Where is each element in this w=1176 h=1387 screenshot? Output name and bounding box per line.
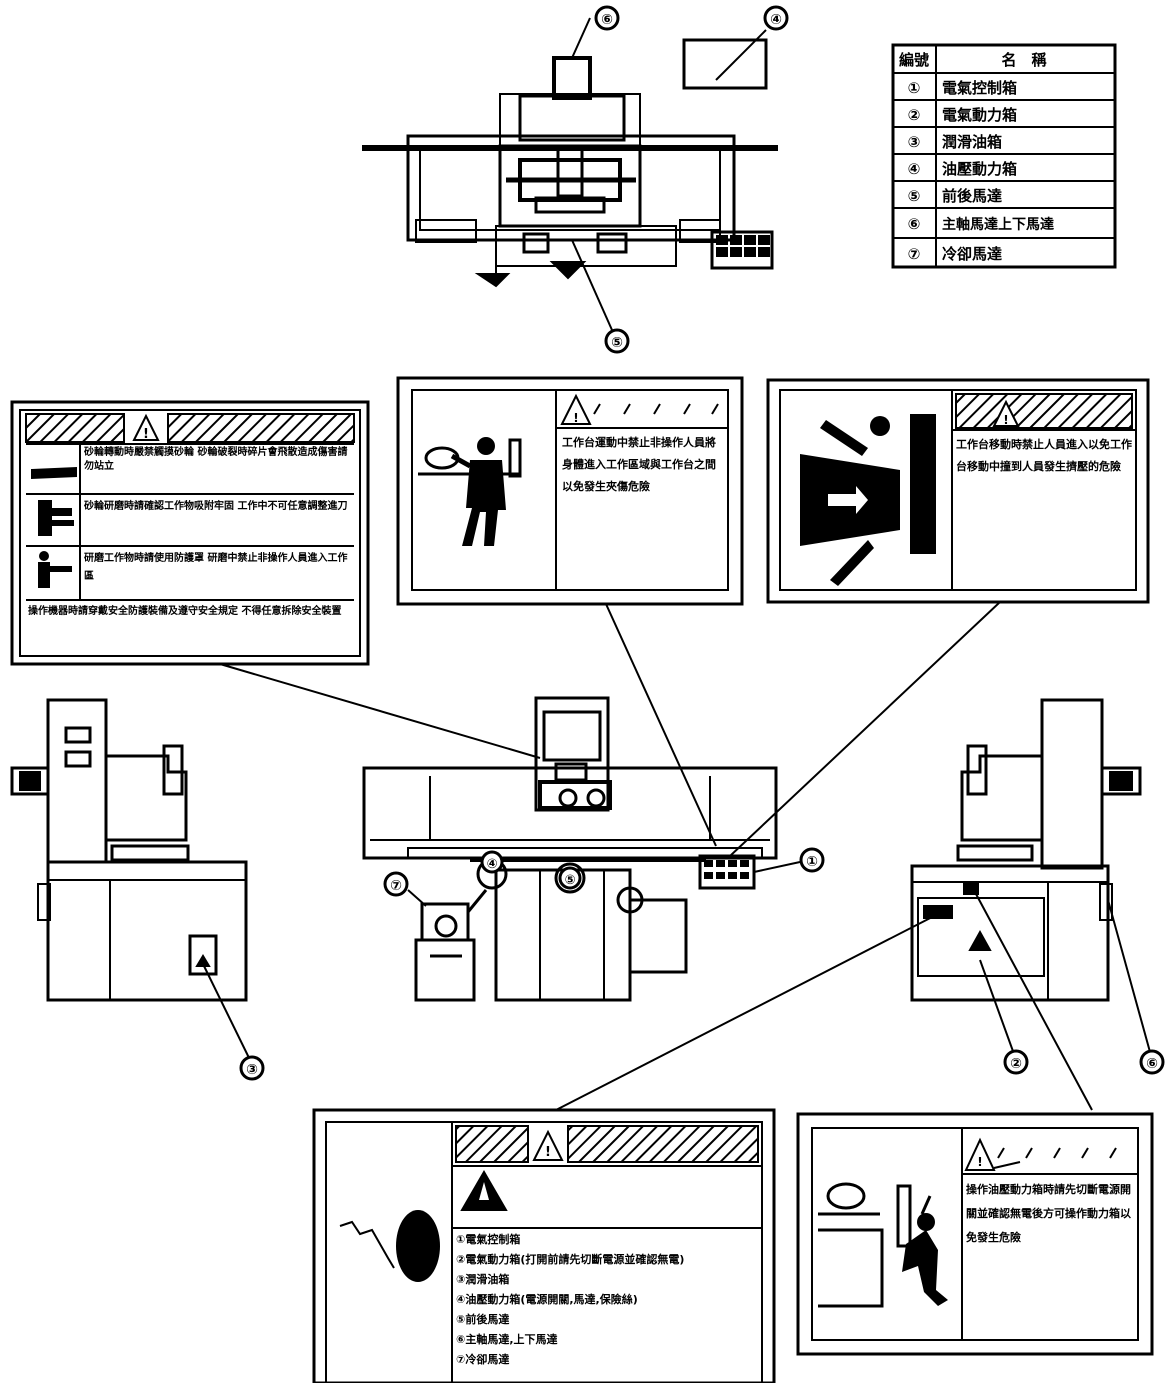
label-a-footer-text: 操作機器時請穿戴安全防護裝備及遵守安全規定 不得任意拆除安全裝置 [28, 606, 342, 617]
table-row-name: 電氣控制箱 [942, 79, 1017, 97]
parts-table: 編號 名 稱 ① 電氣控制箱 ② 電氣動力箱 ③ 潤滑油箱 ④ 油壓動力箱 ⑤ … [891, 43, 1117, 269]
table-row-no: ④ [908, 160, 921, 178]
table-row-no: ⑤ [908, 187, 921, 205]
leader-lines [219, 601, 1093, 1111]
warning-label-b: ! 工作台運動中禁止非操作人員將身體進入工作區域與工作台之間以免發生夾傷危險 [396, 376, 744, 606]
table-row-no: ⑥ [908, 215, 921, 233]
callout-1: ① [806, 854, 818, 870]
table-row-no: ⑦ [908, 245, 921, 263]
warning-triangle-mark: ! [1003, 413, 1008, 427]
top-callout-5: ⑤ [611, 335, 623, 351]
table-header-name: 名 稱 [1001, 51, 1046, 69]
person-hazard-icon [818, 1182, 948, 1308]
callout-6: ⑥ [1146, 1056, 1158, 1072]
table-row-name: 電氣動力箱 [942, 106, 1017, 124]
front-view-callouts: ④ ⑤ ① ⑦ [383, 847, 825, 897]
callout-2: ② [1010, 1056, 1022, 1072]
top-callout-4: ④ [770, 12, 782, 28]
table-row-name: 潤滑油箱 [942, 133, 1002, 151]
label-c-text: 工作台移動時禁止人員進入以免工作台移動中撞到人員發生擠壓的危險 [956, 438, 1132, 473]
list-item: ④油壓動力箱(電源開關,馬達,保險絲) [456, 1293, 638, 1306]
table-row-name: 油壓動力箱 [942, 160, 1017, 178]
list-item: ⑤前後馬達 [456, 1313, 510, 1326]
table-row-no: ① [908, 79, 921, 97]
top-view-machine [362, 17, 778, 331]
front-callout-4: ④ [486, 857, 497, 872]
top-callout-6: ⑥ [601, 12, 613, 28]
front-view-machine [362, 696, 801, 1002]
warning-triangle-mark: ! [977, 1155, 982, 1169]
callout-7: ⑦ [390, 878, 402, 894]
list-item: ③潤滑油箱 [456, 1273, 510, 1286]
person-guard-icon [38, 551, 72, 588]
warning-label-c: ! 工作台移動時禁止人員進入以免工作台移動中撞到人員發生擠壓的危險 [766, 378, 1150, 604]
warning-label-d: ! ①電氣控制箱 ②電氣動力箱(打開前請先切斷電源並確認無電) ③潤滑油箱 ④油… [312, 1108, 776, 1385]
side-callouts: ③ ② ⑥ [239, 1049, 1165, 1081]
electric-shock-head-icon [339, 1210, 440, 1282]
label-b-text: 工作台運動中禁止非操作人員將身體進入工作區域與工作台之間以免發生夾傷危險 [562, 436, 716, 493]
table-header-no: 編號 [899, 51, 929, 69]
warning-triangle-mark: ! [573, 411, 578, 425]
label-a-row3-text: 研磨工作物時請使用防護罩 研磨中禁止非操作人員進入工作區 [84, 553, 348, 582]
right-side-machine [910, 698, 1151, 1055]
table-row-no: ③ [908, 133, 921, 151]
warning-triangle-mark: ! [545, 1145, 551, 1160]
left-side-machine [10, 698, 253, 1065]
grinding-wheel-icon [31, 466, 77, 480]
table-row-name: 主軸馬達上下馬達 [942, 216, 1054, 233]
top-view-callouts: ⑥ ④ ⑤ [594, 5, 789, 354]
crush-hazard-person-icon [418, 437, 522, 546]
warning-label-e: ! 操作油壓動力箱時請先切斷電源開關並確認無電後方可操作動力箱以免發生危險 [796, 1112, 1154, 1356]
list-item: ②電氣動力箱(打開前請先切斷電源並確認無電) [456, 1253, 685, 1266]
front-callout-5: ⑤ [564, 873, 575, 888]
list-item: ⑦冷卻馬達 [456, 1353, 510, 1366]
table-row-name: 前後馬達 [942, 187, 1002, 205]
label-a-row2-text: 砂輪研磨時請確認工作物吸附牢固 工作中不可任意調整進刀 [84, 501, 348, 512]
label-e-text: 操作油壓動力箱時請先切斷電源開關並確認無電後方可操作動力箱以免發生危險 [966, 1183, 1131, 1244]
table-row-no: ② [908, 106, 921, 124]
hand-caution-icon [38, 500, 74, 536]
list-item: ⑥主軸馬達,上下馬達 [456, 1333, 558, 1346]
callout-3: ③ [246, 1062, 258, 1078]
label-d-list: ①電氣控制箱 ②電氣動力箱(打開前請先切斷電源並確認無電) ③潤滑油箱 ④油壓動… [456, 1230, 760, 1382]
warning-label-a: ! 砂輪轉動時嚴禁觸摸砂輪 砂輪破裂時碎片會飛散造成傷害請勿站立 砂輪研磨時請確… [10, 400, 370, 666]
list-item: ①電氣控制箱 [456, 1233, 521, 1246]
label-a-row1-text: 砂輪轉動時嚴禁觸摸砂輪 砂輪破裂時碎片會飛散造成傷害請勿站立 [84, 447, 348, 472]
warning-triangle-mark: ! [143, 427, 149, 442]
table-row-name: 冷卻馬達 [942, 245, 1002, 263]
